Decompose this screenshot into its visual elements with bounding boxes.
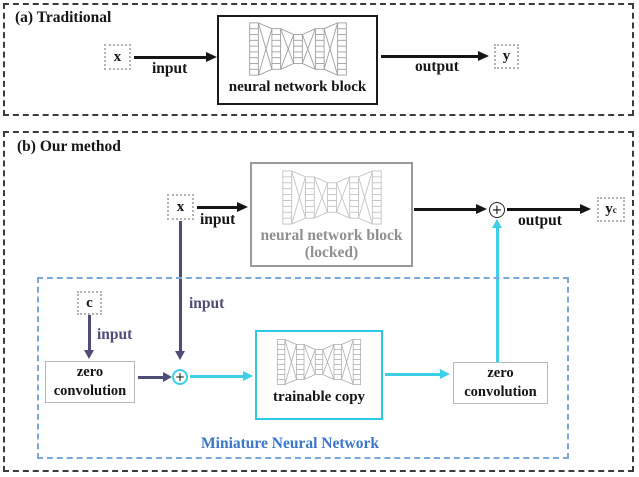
c-box: c (77, 291, 102, 315)
train-to-zc-head (440, 369, 450, 379)
arrow-output-b-line (507, 208, 580, 211)
zc-to-plus-head (163, 372, 172, 382)
input-label-c-branch: input (97, 326, 133, 343)
zero-convolution-right-label: zero convolution (464, 365, 537, 400)
trainable-copy-block: trainable copy (255, 330, 383, 420)
yc-sub: c (612, 204, 617, 215)
nn-block-label-locked: neural network block (260, 227, 403, 244)
c-down-head (84, 350, 94, 359)
add-icon-top: + (489, 202, 505, 218)
zero-convolution-right: zero convolution (453, 362, 548, 404)
arrow-input-a-line (134, 56, 207, 59)
miniature-network-label: Miniature Neural Network (201, 435, 379, 452)
plus-sign-bottom: + (174, 370, 186, 384)
x-label-b: x (176, 198, 185, 215)
c-down-line (88, 315, 91, 351)
yc-base: y (605, 201, 613, 217)
arrow-output-a-line (381, 55, 478, 58)
x-label-a: x (113, 48, 122, 65)
miniature-network-border (37, 277, 569, 459)
nn-glyph-locked (281, 170, 382, 225)
add-icon-bottom: + (172, 369, 188, 385)
plus-sign-top: + (491, 202, 503, 218)
cyan-up-line (496, 227, 499, 362)
panel-a-border (3, 3, 634, 116)
input-label-a: input (152, 60, 188, 77)
panel-b-border (3, 131, 634, 472)
neural-network-block-a: neural network block (217, 15, 378, 105)
input-label-b-top: input (200, 211, 236, 228)
nn-block-state-locked: (locked) (304, 244, 359, 262)
arrow-output-a-head (478, 51, 489, 61)
nn-block-label-a: neural network block (228, 79, 367, 95)
arrow-input-b-head (237, 202, 248, 212)
x-down-head (175, 351, 185, 360)
zero-convolution-left: zero convolution (45, 361, 135, 403)
x-box-b: x (167, 194, 194, 220)
arrow-output-b-head (580, 204, 591, 214)
arrow-input-a-head (206, 52, 217, 62)
y-label-a: y (502, 48, 511, 64)
c-label: c (86, 294, 93, 311)
nn-glyph-trainable (276, 339, 362, 385)
train-to-zc-line (385, 373, 440, 376)
panel-b-title: (b) Our method (17, 138, 121, 155)
panel-a-title: (a) Traditional (15, 9, 112, 26)
plus-to-train-line (190, 375, 243, 378)
plus-to-train-head (243, 371, 253, 381)
x-down-line (179, 221, 182, 351)
output-label-b: output (518, 212, 562, 229)
output-label-a: output (415, 58, 459, 75)
arrow-input-b-line (197, 206, 237, 209)
x-box-a: x (104, 44, 131, 70)
arrow-cyan-up-head (492, 219, 502, 228)
arrow-block-to-plus-line (414, 208, 476, 211)
input-label-x-branch: input (189, 295, 225, 312)
zero-convolution-left-label: zero convolution (53, 364, 127, 399)
arrow-block-to-plus-head (476, 204, 487, 214)
y-box-a: y (494, 44, 519, 69)
nn-glyph-a (248, 22, 347, 76)
zc-to-plus-line (138, 376, 163, 379)
neural-network-block-locked: neural network block (locked) (250, 162, 413, 267)
trainable-copy-label: trainable copy (272, 389, 366, 405)
